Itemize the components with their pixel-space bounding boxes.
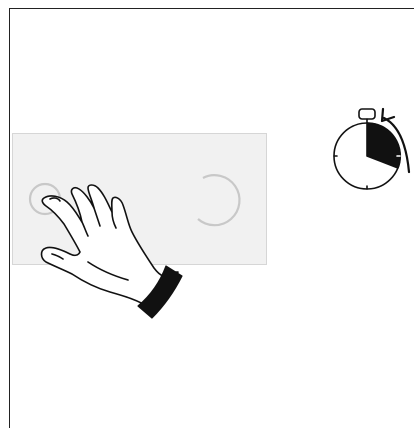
right-touch-ring[interactable]: [198, 175, 239, 225]
gesture-illustration: [0, 0, 416, 414]
